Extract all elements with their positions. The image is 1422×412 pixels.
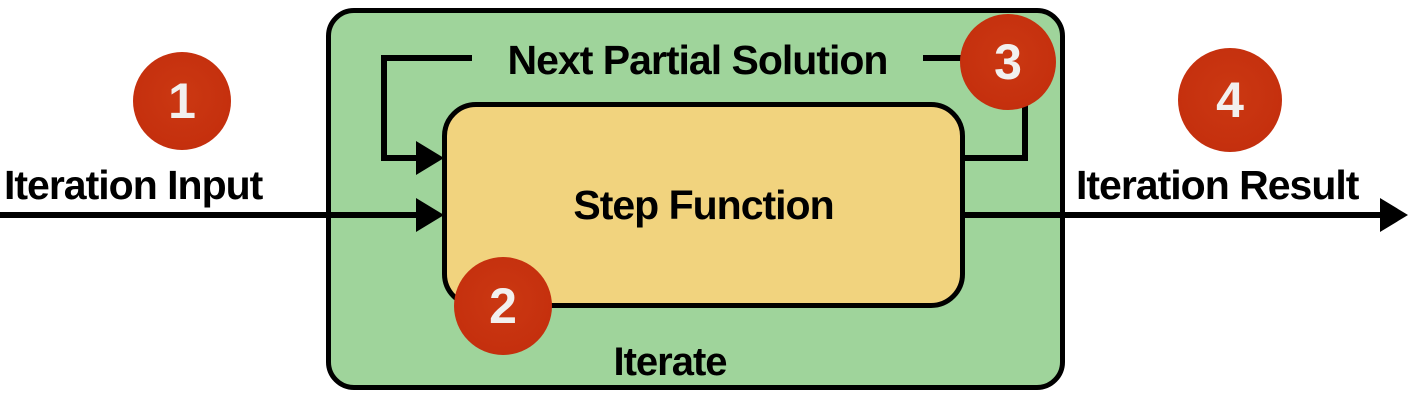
iteration-input-label: Iteration Input [4, 162, 263, 208]
iteration-result-arrowhead-icon [1380, 198, 1408, 232]
step-marker-4-number: 4 [1216, 72, 1244, 128]
feedback-line-right-vertical [1022, 55, 1028, 161]
iteration-result-arrow-line [960, 212, 1382, 218]
step-marker-1-number: 1 [168, 73, 196, 129]
feedback-line-right-exit [960, 155, 1028, 161]
feedback-line-left-entry [381, 155, 416, 161]
step-marker-3-number: 3 [994, 34, 1022, 90]
iterate-label: Iterate [613, 340, 727, 384]
step-marker-1: 1 [133, 52, 231, 150]
step-marker-2-number: 2 [489, 278, 517, 334]
feedback-line-top-left-segment [381, 55, 472, 61]
iteration-result-label: Iteration Result [1076, 162, 1359, 208]
step-marker-3: 3 [960, 14, 1056, 110]
next-partial-solution-label: Next Partial Solution [507, 37, 889, 83]
feedback-arrowhead-icon [416, 141, 444, 175]
step-marker-4: 4 [1178, 48, 1282, 152]
iteration-input-arrowhead-icon [416, 198, 444, 232]
feedback-line-left-vertical [381, 55, 387, 161]
step-function-label: Step Function [573, 181, 834, 228]
step-marker-2: 2 [454, 257, 552, 355]
iteration-input-arrow-line [0, 212, 416, 218]
